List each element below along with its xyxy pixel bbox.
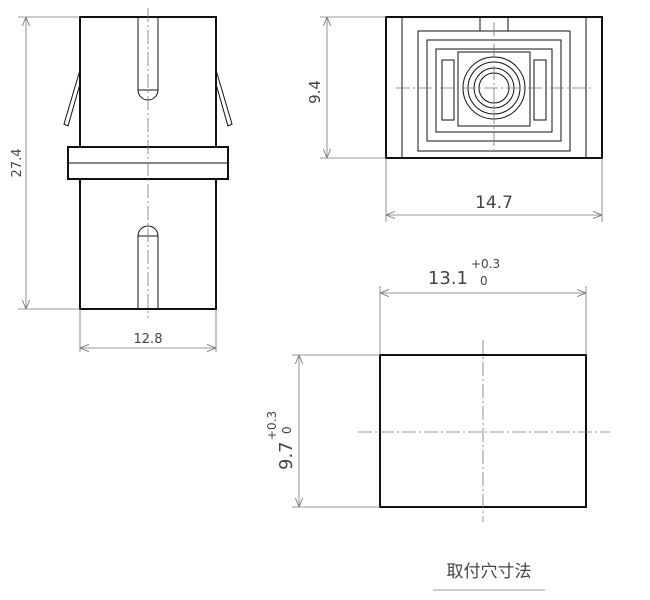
front-view: 9.4 14.7 xyxy=(306,16,603,222)
cutout-height-tol-upper: +0.3 xyxy=(265,411,279,440)
cutout-height-label: 9.7 xyxy=(276,441,297,470)
side-view-left-clip xyxy=(63,69,81,127)
front-width-label: 14.7 xyxy=(475,193,513,213)
front-view-left-latch xyxy=(441,59,455,121)
side-width-label: 12.8 xyxy=(134,332,163,347)
side-view: 27.4 12.8 xyxy=(10,8,233,352)
cutout-height-tol-lower: 0 xyxy=(280,426,294,434)
side-view-right-clip xyxy=(215,69,233,127)
front-view-right-latch xyxy=(533,59,547,121)
mounting-cutout-view: 13.1 +0.3 0 9.7 +0.3 0 xyxy=(265,257,610,522)
side-height-label: 27.4 xyxy=(10,149,25,178)
side-view-lower-slot xyxy=(137,225,159,309)
caption: 取付穴寸法 xyxy=(447,562,532,582)
cutout-width-tol-upper: +0.3 xyxy=(471,257,500,271)
cutout-width-label: 13.1 xyxy=(428,268,468,289)
front-height-label: 9.4 xyxy=(306,80,324,104)
cutout-width-tol-lower: 0 xyxy=(480,274,488,288)
